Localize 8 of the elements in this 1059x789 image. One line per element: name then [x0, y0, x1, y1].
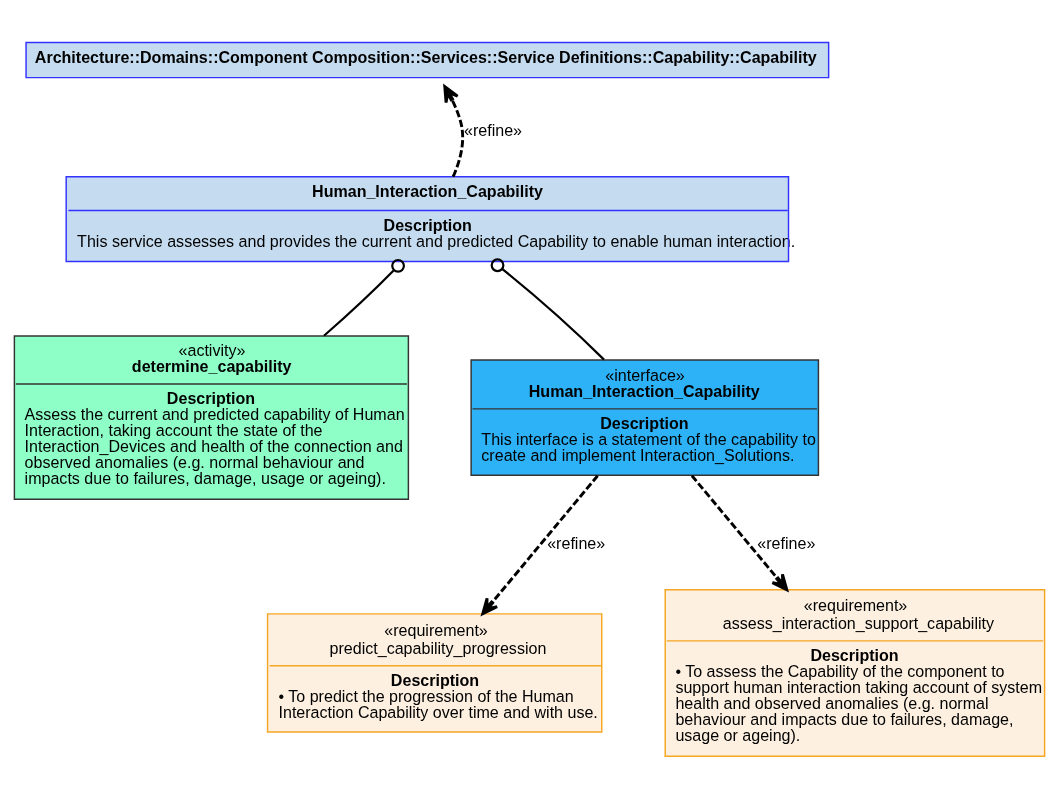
arrow	[690, 474, 789, 591]
connector	[323, 258, 405, 337]
edge-label: «refine»	[464, 120, 523, 139]
edge-label: «refine»	[757, 533, 816, 552]
connector	[490, 257, 605, 360]
edge-label: «refine»	[547, 533, 606, 552]
arrow	[443, 84, 465, 177]
arrow	[481, 474, 599, 615]
